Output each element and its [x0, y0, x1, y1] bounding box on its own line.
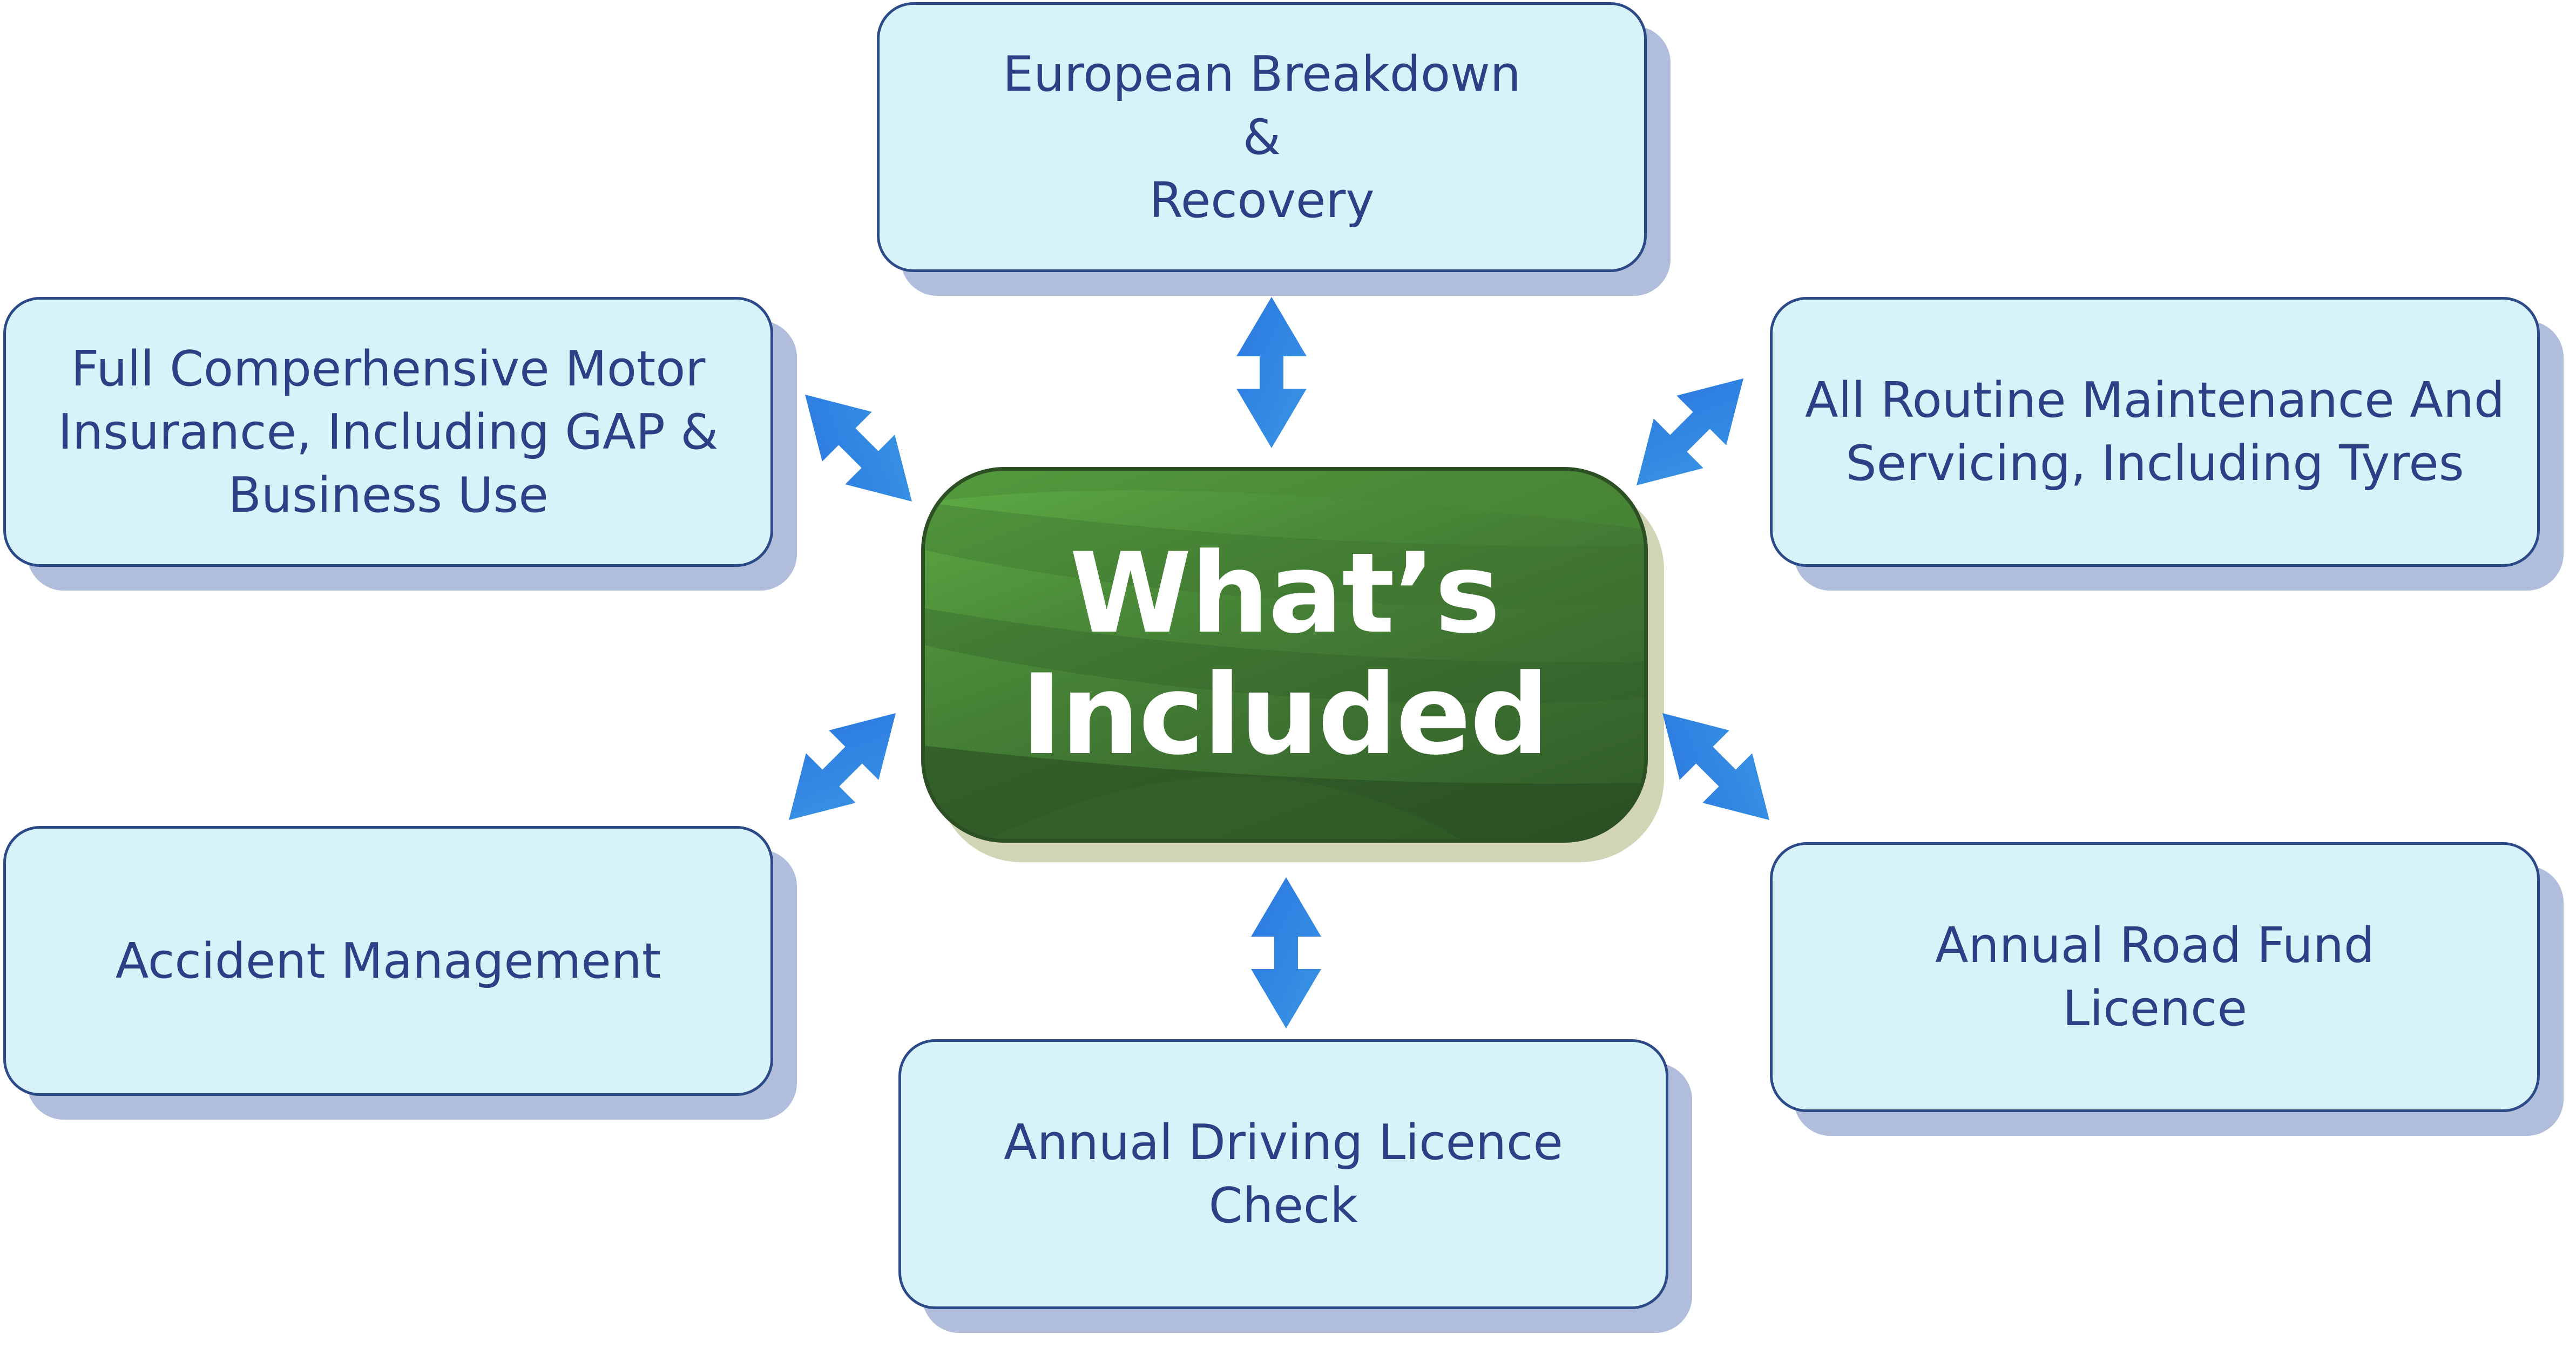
label-line: Licence [2063, 980, 2247, 1037]
box-routine-maintenance: All Routine Maintenance And Servicing, I… [1770, 297, 2540, 567]
box-european-breakdown: European Breakdown & Recovery [877, 2, 1647, 272]
center-title-box: What’s Included [921, 467, 1648, 843]
box-label: Annual Road Fund Licence [1935, 914, 2375, 1040]
box-label: European Breakdown & Recovery [1003, 43, 1521, 232]
center-title-line-2: Included [1020, 651, 1549, 780]
label-line: Accident Management [115, 932, 661, 990]
double-headed-arrow-icon [805, 395, 912, 502]
label-line: Full Comperhensive Motor [71, 340, 706, 397]
label-line: Insurance, Including GAP & [58, 403, 719, 460]
box-label: Annual Driving Licence Check [1004, 1111, 1563, 1237]
center-title-line-1: What’s [1069, 530, 1500, 658]
label-line: & [1242, 109, 1281, 166]
label-line: All Routine Maintenance And [1804, 372, 2505, 429]
box-label: Full Comperhensive Motor Insurance, Incl… [58, 337, 718, 527]
double-headed-arrow-icon [789, 713, 896, 820]
center-title: What’s Included [925, 471, 1644, 839]
double-headed-arrow-icon [1236, 297, 1307, 448]
box-label: Accident Management [116, 930, 661, 993]
box-driving-licence-check: Annual Driving Licence Check [898, 1039, 1668, 1309]
label-line: Recovery [1149, 172, 1375, 229]
center-background [925, 471, 1644, 839]
label-line: Check [1208, 1177, 1358, 1234]
double-headed-arrow-icon [1637, 378, 1743, 485]
double-headed-arrow-icon [1251, 877, 1321, 1028]
box-label: All Routine Maintenance And Servicing, I… [1805, 369, 2505, 495]
label-line: Annual Road Fund [1935, 917, 2375, 974]
label-line: Business Use [228, 466, 549, 524]
double-headed-arrow-icon [1662, 713, 1769, 820]
box-road-fund-licence: Annual Road Fund Licence [1770, 842, 2540, 1112]
box-accident-management: Accident Management [3, 826, 773, 1096]
label-line: European Breakdown [1003, 45, 1521, 103]
label-line: Annual Driving Licence [1004, 1114, 1563, 1171]
box-motor-insurance: Full Comperhensive Motor Insurance, Incl… [3, 297, 773, 567]
label-line: Servicing, Including Tyres [1845, 435, 2464, 492]
